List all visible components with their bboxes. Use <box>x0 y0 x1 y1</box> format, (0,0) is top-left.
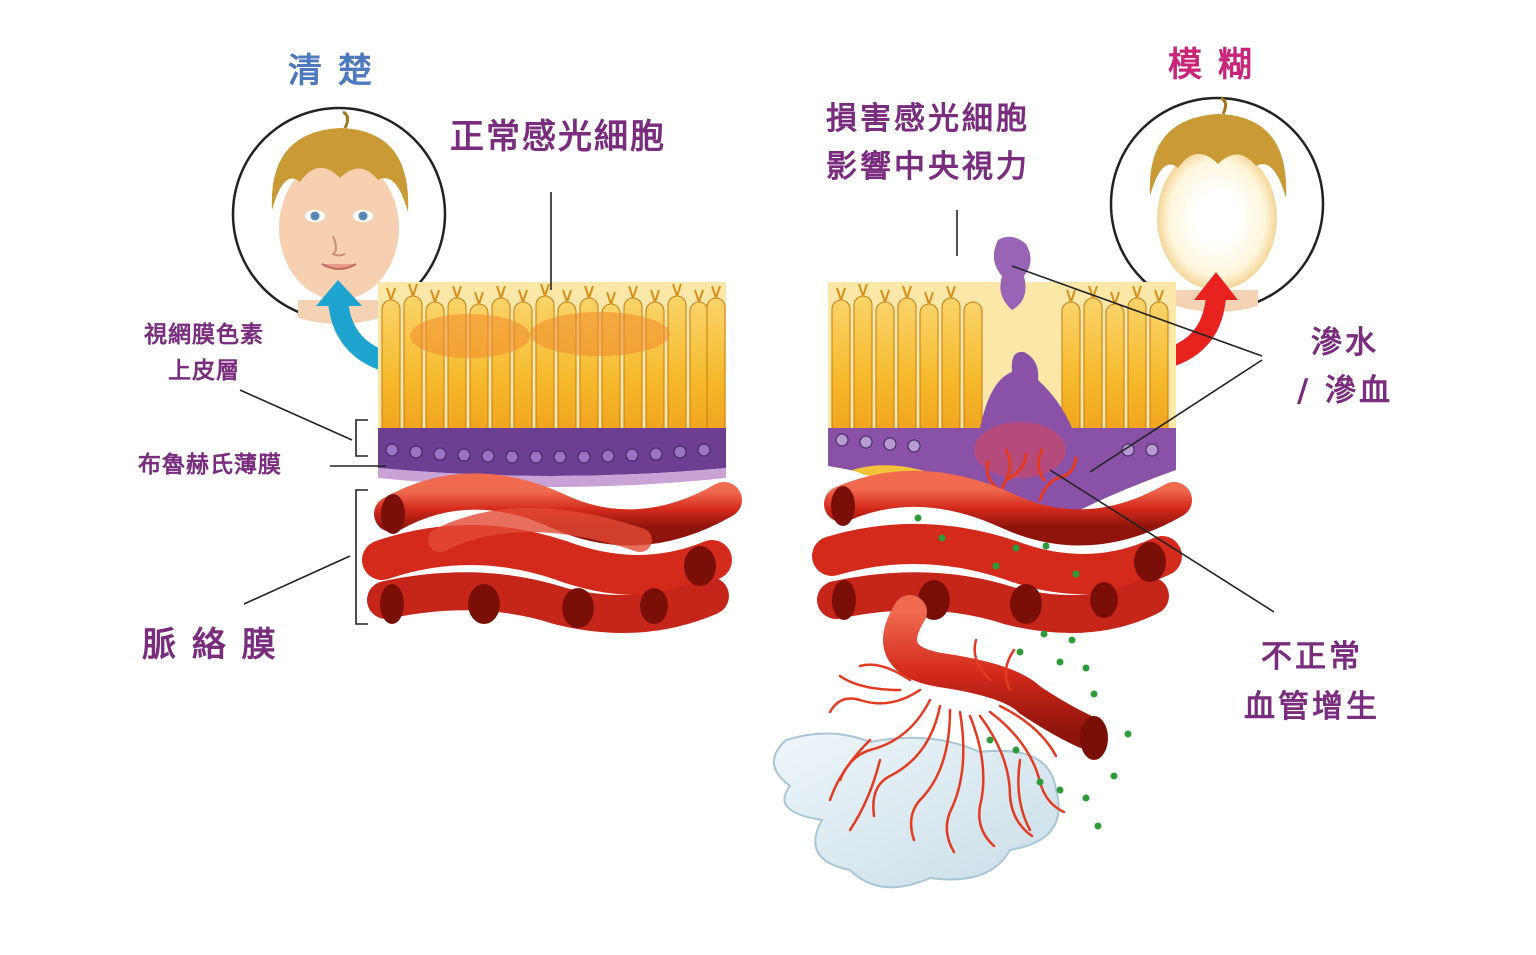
clear-vision-label: 清 楚 <box>288 51 374 91</box>
leader-lines <box>239 192 1275 625</box>
normal-photoreceptor-label: 正常感光細胞 <box>450 117 666 157</box>
rpe-label-line2: 上皮層 <box>168 358 240 384</box>
normal-photoreceptor-cells <box>378 282 726 452</box>
leakage-label-line2: / 滲血 <box>1296 373 1394 409</box>
bruch-membrane-label: 布魯赫氏薄膜 <box>138 452 282 478</box>
left-choroid-vessels <box>362 473 742 633</box>
left-rpe-layer <box>378 428 726 476</box>
right-retina-block <box>812 236 1192 760</box>
blurry-vision-label: 模 糊 <box>1168 45 1254 85</box>
left-retina-block <box>362 282 742 633</box>
damaged-photoreceptor-label-line1: 損害感光細胞 <box>826 101 1030 137</box>
leakage-dots <box>914 514 1132 830</box>
damaged-cell-blob <box>993 236 1031 310</box>
neovascular-label-line1: 不正常 <box>1261 639 1363 675</box>
damaged-photoreceptor-label-line2: 影響中央視力 <box>826 149 1030 185</box>
choroid-label: 脈 絡 膜 <box>142 625 278 665</box>
rpe-label-line1: 視網膜色素 <box>144 322 264 348</box>
neovascular-label-line2: 血管增生 <box>1244 689 1380 725</box>
clear-face-icon <box>231 106 447 324</box>
leakage-label-line1: 滲水 <box>1311 325 1379 361</box>
right-choroid-vessels <box>812 470 1192 633</box>
